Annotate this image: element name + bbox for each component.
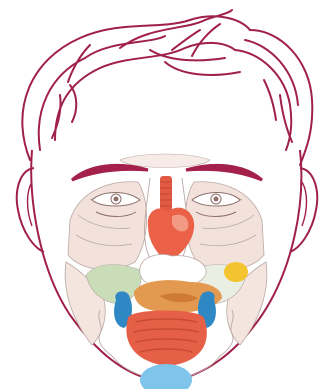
- hair: [22, 10, 312, 165]
- intestines: [126, 311, 206, 367]
- gall-bladder: [224, 262, 248, 282]
- right-eyebrow: [186, 165, 262, 180]
- right-ear-inner: [302, 182, 307, 226]
- left-eyebrow: [72, 165, 148, 180]
- heart: [148, 208, 194, 262]
- bladder: [140, 364, 192, 389]
